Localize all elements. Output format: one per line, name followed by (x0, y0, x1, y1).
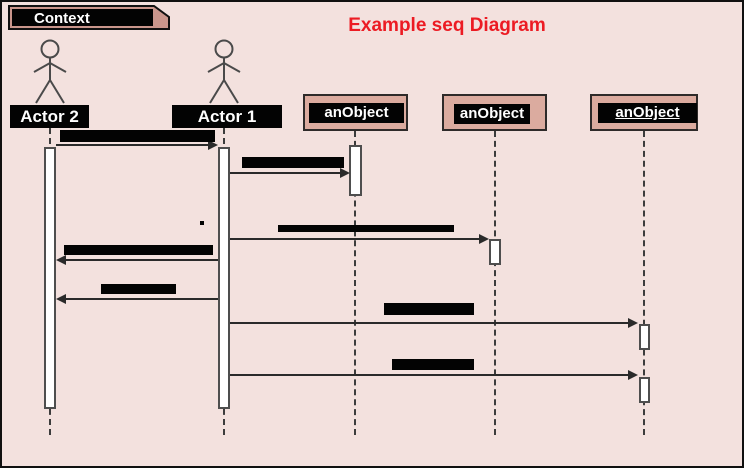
object-box-object3: anObject (590, 94, 698, 131)
object-name-bar: anObject (309, 103, 404, 123)
activation-bar-object2 (489, 239, 501, 265)
actor-figure-icon (33, 39, 67, 104)
actor-head (40, 39, 60, 59)
object-name-bar: anObject (598, 103, 697, 123)
message-label-redacted (278, 225, 454, 232)
message-label-redacted (64, 245, 213, 255)
message-arrowhead-icon (56, 294, 66, 304)
message-label-redacted (242, 157, 344, 168)
object-box-object2: anObject (442, 94, 547, 131)
activation-bar-actor2 (44, 147, 56, 409)
lifeline-object1 (354, 131, 356, 435)
actor-figure-icon (207, 39, 241, 104)
message-label-redacted (60, 130, 215, 142)
message-label-redacted (384, 303, 474, 315)
message-line (230, 172, 342, 174)
message-arrowhead-icon (208, 140, 218, 150)
diagram-title: Example seq Diagram (348, 15, 546, 36)
annotation-dot (200, 221, 204, 225)
actor-label-actor2: Actor 2 (10, 105, 89, 128)
message-line (230, 238, 481, 240)
message-arrowhead-icon (628, 318, 638, 328)
message-arrowhead-icon (628, 370, 638, 380)
message-label-redacted (101, 284, 176, 294)
message-arrowhead-icon (340, 168, 350, 178)
message-line (230, 322, 630, 324)
activation-bar-object1 (348, 145, 362, 196)
message-line (64, 298, 218, 300)
object-box-object1: anObject (303, 94, 408, 131)
object-name-bar: anObject (454, 104, 530, 124)
message-line (64, 259, 218, 261)
actor-body (207, 57, 241, 104)
message-line (56, 144, 210, 146)
activation-bar-actor1 (218, 147, 230, 409)
actor-label-actor1: Actor 1 (172, 105, 282, 128)
actor-body (33, 57, 67, 104)
lifeline-object2 (494, 131, 496, 435)
message-arrowhead-icon (479, 234, 489, 244)
activation-bar-object3 (638, 377, 650, 403)
activation-bar-object3 (638, 324, 650, 350)
message-line (230, 374, 630, 376)
lifeline-object3 (643, 131, 645, 435)
message-label-redacted (392, 359, 474, 370)
actor-head (214, 39, 234, 59)
message-arrowhead-icon (56, 255, 66, 265)
context-tab: Context (8, 5, 170, 30)
context-tab-bar (12, 9, 153, 26)
context-tab-label: Context (34, 10, 90, 27)
